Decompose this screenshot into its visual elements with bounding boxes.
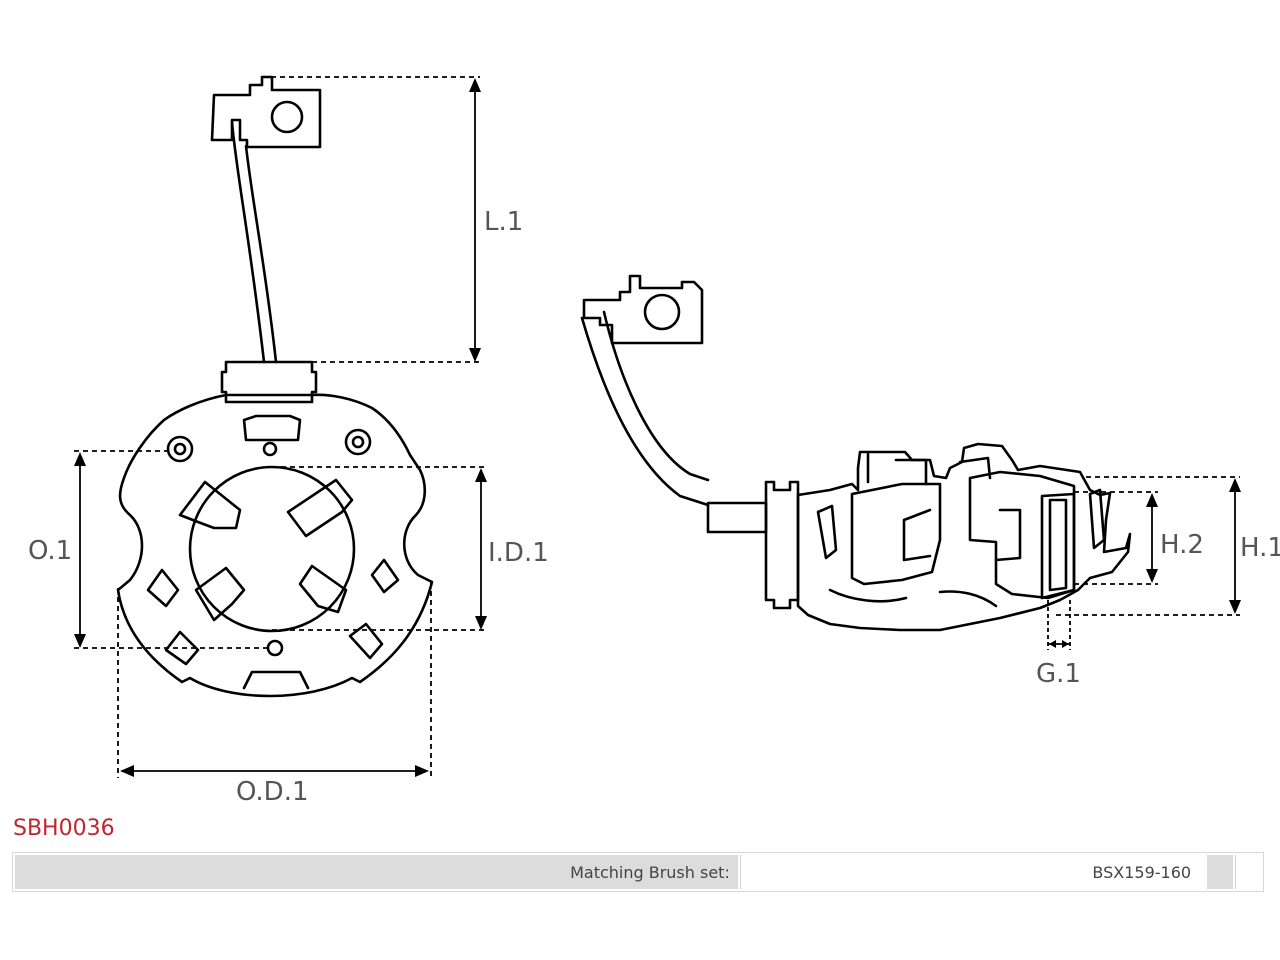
front-tab-left [146,568,180,608]
matching-brush-set-label: Matching Brush set: [15,855,738,889]
front-brush-holder-bottom-left [194,566,246,622]
dim-label-g1: G.1 [1036,659,1081,689]
dim-label-l1: L.1 [484,207,523,237]
side-wire-sleeve [706,501,768,534]
dim-label-od1: O.D.1 [236,777,309,807]
part-code: SBH0036 [13,816,115,841]
front-screw-left-outer [166,435,194,463]
front-screw-left-inner [173,442,187,456]
front-inner-ring [188,465,356,633]
side-dimensions [1047,476,1241,650]
dim-label-o1: O.1 [28,536,72,566]
front-lead-wire [230,120,278,364]
side-clip-right [1088,488,1106,550]
front-tab-bottom-right [348,622,384,660]
dim-label-h1: H.1 [1240,533,1280,563]
front-top-notch [242,414,302,442]
side-lead-wire [580,310,710,507]
front-small-hole-top [262,441,278,457]
front-view [116,75,434,698]
front-dimensions [74,76,488,778]
front-plate-outline [116,393,434,698]
side-grommet [764,480,800,610]
front-brush-holder-bottom-right [298,564,348,614]
front-bottom-notch [242,670,310,690]
technical-drawing: L.1 O.1 I.D.1 O.D.1 H.2 H.1 G.1 [28,75,1280,807]
front-brush-holder-top-left [178,480,242,530]
side-brush-holder-left [850,482,942,586]
side-terminal-lug [582,274,704,345]
side-base-outline [796,442,1132,632]
front-wire-grommet [220,360,318,404]
side-view [580,274,1132,632]
front-tab-right [370,558,400,594]
dim-label-h2: H.2 [1160,530,1204,560]
side-terminal-hole [643,293,681,331]
front-screw-right-inner [351,435,365,449]
side-lower-contour [828,588,998,608]
front-terminal-lug [210,75,322,149]
spec-table-extra-cell-2 [1235,855,1261,889]
side-clip-left [816,504,838,560]
front-terminal-hole [270,100,304,134]
spec-table-extra-cell-1 [1207,855,1234,889]
side-brush-holder-right-detail [958,456,1022,562]
front-small-hole-bottom [266,639,284,657]
matching-brush-set-value[interactable]: BSX159-160 [739,855,1206,889]
front-brush-holder-top-right [286,478,354,538]
spec-table: Matching Brush set: BSX159-160 [12,852,1264,892]
side-brush-holder-left-detail [866,452,932,562]
front-tab-bottom-left [164,630,200,666]
side-brush-holder-right-face [1040,492,1076,600]
side-brush-holder-right [968,470,1076,600]
dim-label-id1: I.D.1 [488,538,549,568]
front-screw-right-outer [344,428,372,456]
